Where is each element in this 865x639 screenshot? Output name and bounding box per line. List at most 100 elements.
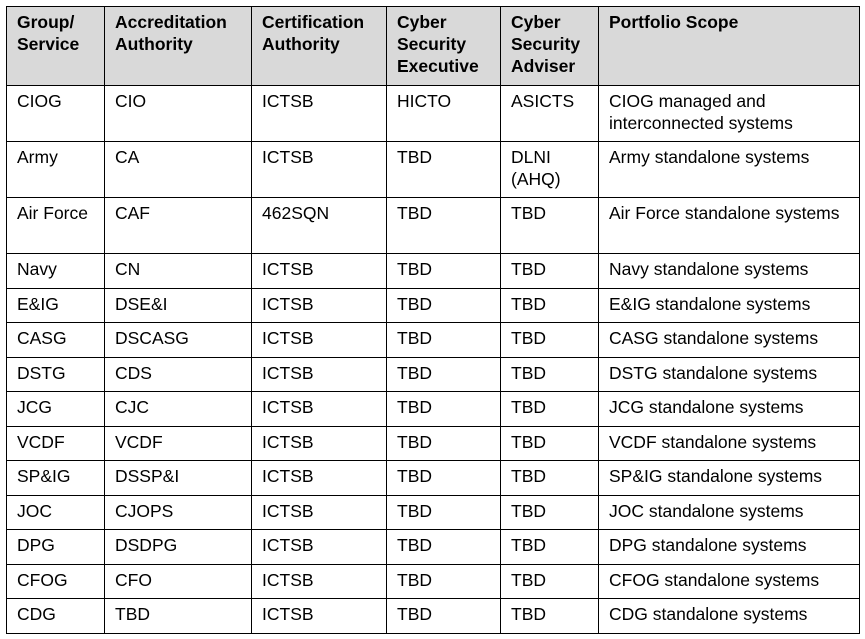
- cell-accreditation-authority: CAF: [104, 197, 252, 254]
- cell-cyber-security-adviser: TBD: [500, 253, 599, 289]
- cell-group-service: E&IG: [6, 287, 105, 323]
- cell-cyber-security-executive: TBD: [386, 598, 501, 634]
- cell-cyber-security-adviser: TBD: [500, 391, 599, 427]
- cell-group-service: JOC: [6, 494, 105, 530]
- cell-portfolio-scope: Navy standalone systems: [598, 253, 860, 289]
- cell-group-service: CIOG: [6, 85, 105, 142]
- header-accreditation-authority: Accreditation Authority: [104, 6, 252, 86]
- cell-cyber-security-executive: TBD: [386, 425, 501, 461]
- cell-cyber-security-executive: TBD: [386, 197, 501, 254]
- cell-accreditation-authority: CA: [104, 141, 252, 198]
- cell-group-service: CASG: [6, 322, 105, 358]
- cell-cyber-security-adviser: TBD: [500, 529, 599, 565]
- cell-cyber-security-adviser: TBD: [500, 598, 599, 634]
- cell-group-service: JCG: [6, 391, 105, 427]
- cell-certification-authority: ICTSB: [251, 141, 387, 198]
- cell-certification-authority: ICTSB: [251, 356, 387, 392]
- cell-portfolio-scope: JOC standalone systems: [598, 494, 860, 530]
- cell-accreditation-authority: CJOPS: [104, 494, 252, 530]
- cell-cyber-security-adviser: DLNI (AHQ): [500, 141, 599, 198]
- cell-cyber-security-adviser: TBD: [500, 356, 599, 392]
- cell-portfolio-scope: JCG standalone systems: [598, 391, 860, 427]
- cell-group-service: SP&IG: [6, 460, 105, 496]
- header-certification-authority: Certification Authority: [251, 6, 387, 86]
- cell-cyber-security-executive: TBD: [386, 322, 501, 358]
- cell-certification-authority: ICTSB: [251, 322, 387, 358]
- cell-cyber-security-executive: TBD: [386, 356, 501, 392]
- cell-accreditation-authority: TBD: [104, 598, 252, 634]
- cell-certification-authority: 462SQN: [251, 197, 387, 254]
- cell-accreditation-authority: CDS: [104, 356, 252, 392]
- cell-cyber-security-adviser: ASICTS: [500, 85, 599, 142]
- cell-cyber-security-adviser: TBD: [500, 287, 599, 323]
- cell-portfolio-scope: SP&IG standalone systems: [598, 460, 860, 496]
- cell-accreditation-authority: VCDF: [104, 425, 252, 461]
- header-portfolio-scope: Portfolio Scope: [598, 6, 860, 86]
- cell-group-service: DSTG: [6, 356, 105, 392]
- header-group-service: Group/ Service: [6, 6, 105, 86]
- cell-cyber-security-executive: TBD: [386, 391, 501, 427]
- cell-portfolio-scope: DPG standalone systems: [598, 529, 860, 565]
- cell-group-service: Navy: [6, 253, 105, 289]
- cell-certification-authority: ICTSB: [251, 425, 387, 461]
- cell-portfolio-scope: E&IG standalone systems: [598, 287, 860, 323]
- cell-certification-authority: ICTSB: [251, 494, 387, 530]
- cell-portfolio-scope: VCDF standalone systems: [598, 425, 860, 461]
- cell-accreditation-authority: DSE&I: [104, 287, 252, 323]
- cell-accreditation-authority: DSDPG: [104, 529, 252, 565]
- cell-portfolio-scope: CFOG standalone systems: [598, 563, 860, 599]
- cell-cyber-security-executive: TBD: [386, 253, 501, 289]
- cell-cyber-security-adviser: TBD: [500, 322, 599, 358]
- table-header: Group/ Service Accreditation Authority C…: [6, 6, 860, 86]
- cell-certification-authority: ICTSB: [251, 253, 387, 289]
- cell-certification-authority: ICTSB: [251, 598, 387, 634]
- cell-certification-authority: ICTSB: [251, 287, 387, 323]
- cell-cyber-security-executive: TBD: [386, 563, 501, 599]
- cell-cyber-security-adviser: TBD: [500, 425, 599, 461]
- cell-cyber-security-executive: TBD: [386, 460, 501, 496]
- cell-portfolio-scope: Air Force standalone systems: [598, 197, 860, 254]
- cell-certification-authority: ICTSB: [251, 391, 387, 427]
- cell-accreditation-authority: DSCASG: [104, 322, 252, 358]
- cell-cyber-security-adviser: TBD: [500, 197, 599, 254]
- cell-cyber-security-adviser: TBD: [500, 494, 599, 530]
- cell-accreditation-authority: DSSP&I: [104, 460, 252, 496]
- header-row: Group/ Service Accreditation Authority C…: [6, 6, 860, 86]
- cell-cyber-security-executive: HICTO: [386, 85, 501, 142]
- cell-certification-authority: ICTSB: [251, 85, 387, 142]
- header-cyber-security-adviser: Cyber Security Adviser: [500, 6, 599, 86]
- cell-cyber-security-executive: TBD: [386, 529, 501, 565]
- cell-cyber-security-executive: TBD: [386, 494, 501, 530]
- cell-portfolio-scope: Army standalone systems: [598, 141, 860, 198]
- cell-certification-authority: ICTSB: [251, 460, 387, 496]
- cell-portfolio-scope: CIOG managed and interconnected systems: [598, 85, 860, 142]
- cell-group-service: VCDF: [6, 425, 105, 461]
- cell-certification-authority: ICTSB: [251, 529, 387, 565]
- cell-group-service: CDG: [6, 598, 105, 634]
- cell-group-service: DPG: [6, 529, 105, 565]
- cell-accreditation-authority: CFO: [104, 563, 252, 599]
- cell-accreditation-authority: CN: [104, 253, 252, 289]
- cell-cyber-security-adviser: TBD: [500, 460, 599, 496]
- cell-group-service: Air Force: [6, 197, 105, 254]
- cell-cyber-security-executive: TBD: [386, 141, 501, 198]
- cell-accreditation-authority: CIO: [104, 85, 252, 142]
- authority-table: Group/ Service Accreditation Authority C…: [6, 6, 860, 634]
- cell-group-service: CFOG: [6, 563, 105, 599]
- cell-group-service: Army: [6, 141, 105, 198]
